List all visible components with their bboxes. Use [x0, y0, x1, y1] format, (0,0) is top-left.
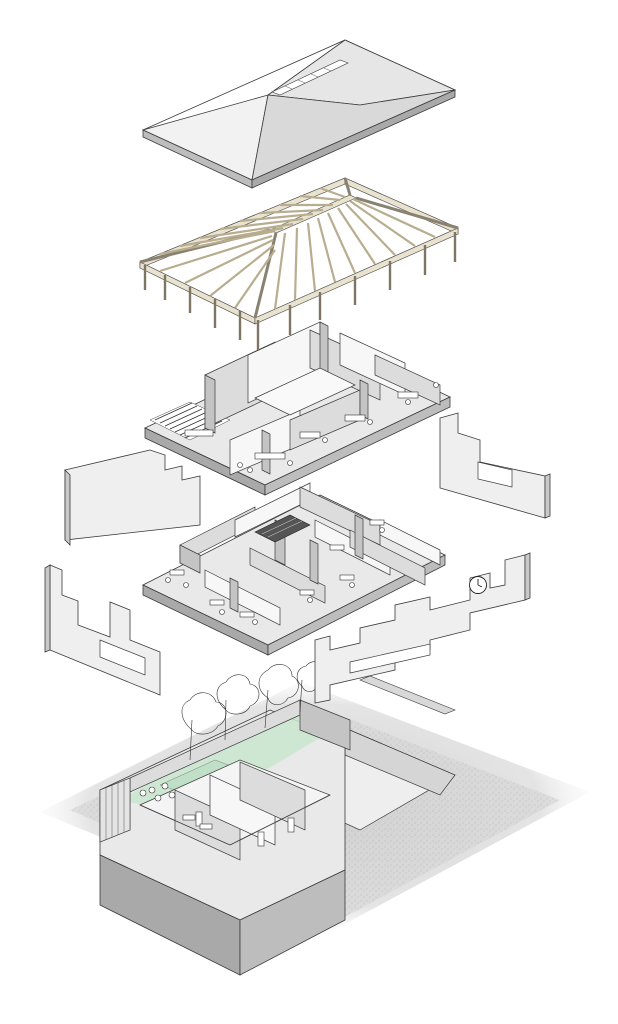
atrium-void — [254, 367, 356, 416]
window-opening — [477, 461, 513, 488]
roof — [141, 39, 457, 189]
stair-icon — [254, 514, 311, 543]
clock-icon — [469, 576, 487, 594]
facade-panel-right-lower — [314, 552, 531, 704]
ground-slab-side — [239, 869, 346, 976]
retaining-wall-end — [299, 699, 351, 751]
upper-floor-side — [264, 396, 451, 496]
chair-icon — [237, 382, 439, 473]
skylight — [271, 59, 349, 96]
cafe-furniture — [139, 782, 213, 830]
roof-timber-structure — [139, 177, 459, 350]
window-opening — [99, 639, 146, 676]
partition — [239, 761, 306, 831]
ground-layer — [40, 661, 590, 976]
facade-panel-left-upper — [64, 449, 201, 546]
desk-icon — [169, 519, 385, 618]
middle-floor-side — [267, 554, 446, 656]
glazed-facade — [99, 777, 131, 843]
door — [195, 811, 203, 827]
desk-icon — [184, 391, 419, 460]
upper-floor-walls — [204, 321, 441, 476]
facade-panel-right-upper — [439, 412, 551, 519]
window-opening — [349, 643, 431, 674]
connector-beam — [359, 675, 456, 715]
upper-floor — [144, 321, 451, 496]
door — [257, 831, 265, 847]
middle-floor — [142, 482, 446, 656]
roof-plane-west — [141, 94, 269, 181]
roof-edge — [251, 89, 456, 189]
middle-floor-walls — [179, 482, 441, 626]
facade-panels — [44, 412, 551, 715]
facade-panel-left-lower — [44, 564, 161, 696]
chair-icon — [165, 527, 385, 625]
timber-posts — [143, 232, 457, 350]
tree-icon — [181, 661, 327, 761]
door — [287, 817, 295, 833]
